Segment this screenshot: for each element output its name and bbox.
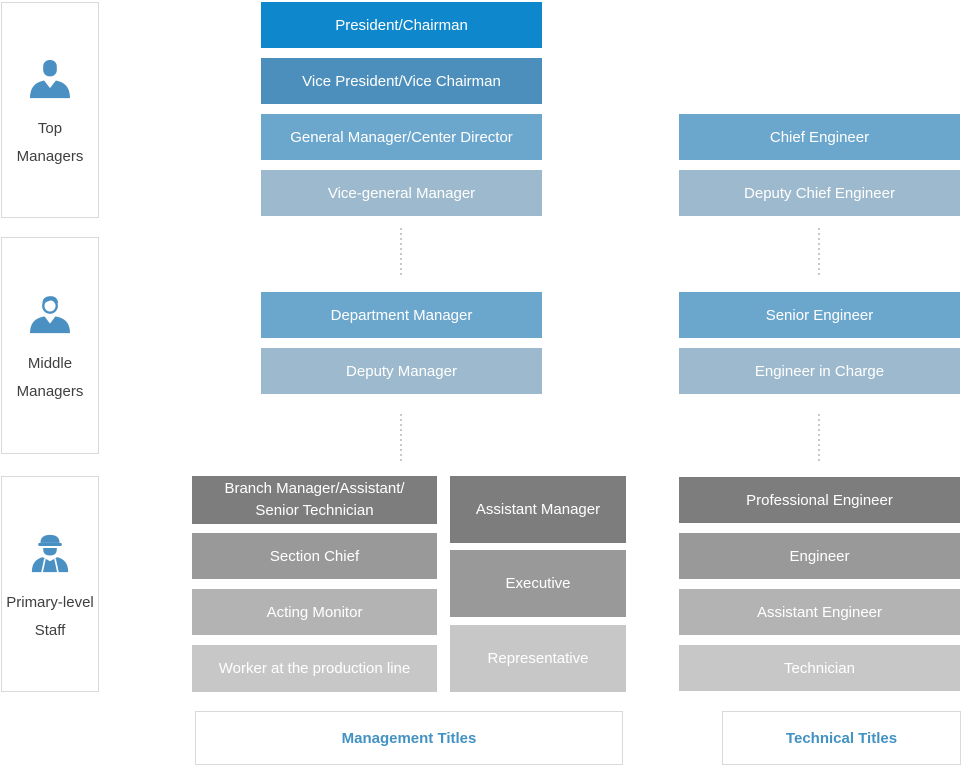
- footer-technical-titles: Technical Titles: [722, 711, 961, 765]
- panel-label-line: Top: [37, 119, 63, 137]
- box-representative: Representative: [450, 625, 626, 692]
- box-deputy-manager: Deputy Manager: [261, 348, 542, 394]
- box-branch-manager: Branch Manager/Assistant/ Senior Technic…: [192, 476, 437, 524]
- footer-management-titles: Management Titles: [195, 711, 623, 765]
- dotted-connector: [400, 228, 402, 276]
- panel-label-middle-managers: Middle Managers: [17, 350, 84, 406]
- box-president-chairman: President/Chairman: [261, 2, 542, 48]
- box-deputy-chief-engineer: Deputy Chief Engineer: [679, 170, 960, 216]
- box-assistant-engineer: Assistant Engineer: [679, 589, 960, 635]
- panel-label-line: Managers: [16, 383, 84, 400]
- dotted-connector: [400, 414, 402, 462]
- panel-label-line: Middle: [27, 355, 73, 373]
- panel-label-line: Primary-level: [6, 593, 94, 611]
- dotted-connector: [818, 414, 820, 462]
- panel-label-primary-staff: Primary-level Staff: [6, 589, 94, 645]
- panel-top-managers: Top Managers: [1, 2, 99, 218]
- panel-label-line: Staff: [34, 621, 66, 639]
- panel-label-top-managers: Top Managers: [17, 115, 84, 171]
- box-section-chief: Section Chief: [192, 533, 437, 579]
- dotted-connector: [818, 228, 820, 276]
- box-production-worker: Worker at the production line: [192, 645, 437, 692]
- box-general-manager: General Manager/Center Director: [261, 114, 542, 160]
- box-chief-engineer: Chief Engineer: [679, 114, 960, 160]
- panel-label-line: Managers: [16, 147, 84, 165]
- businessman-icon: [30, 59, 70, 98]
- box-executive: Executive: [450, 550, 626, 617]
- box-vice-president: Vice President/Vice Chairman: [261, 58, 542, 104]
- worker-icon: [31, 534, 69, 573]
- box-engineer-in-charge: Engineer in Charge: [679, 348, 960, 394]
- box-assistant-manager: Assistant Manager: [450, 476, 626, 543]
- box-technician: Technician: [679, 645, 960, 691]
- panel-middle-managers: Middle Managers: [1, 237, 99, 454]
- box-vice-general-manager: Vice-general Manager: [261, 170, 542, 216]
- box-acting-monitor: Acting Monitor: [192, 589, 437, 635]
- box-department-manager: Department Manager: [261, 292, 542, 338]
- manager-icon: [30, 296, 70, 334]
- panel-primary-staff: Primary-level Staff: [1, 476, 99, 692]
- box-professional-engineer: Professional Engineer: [679, 477, 960, 523]
- box-senior-engineer: Senior Engineer: [679, 292, 960, 338]
- box-engineer: Engineer: [679, 533, 960, 579]
